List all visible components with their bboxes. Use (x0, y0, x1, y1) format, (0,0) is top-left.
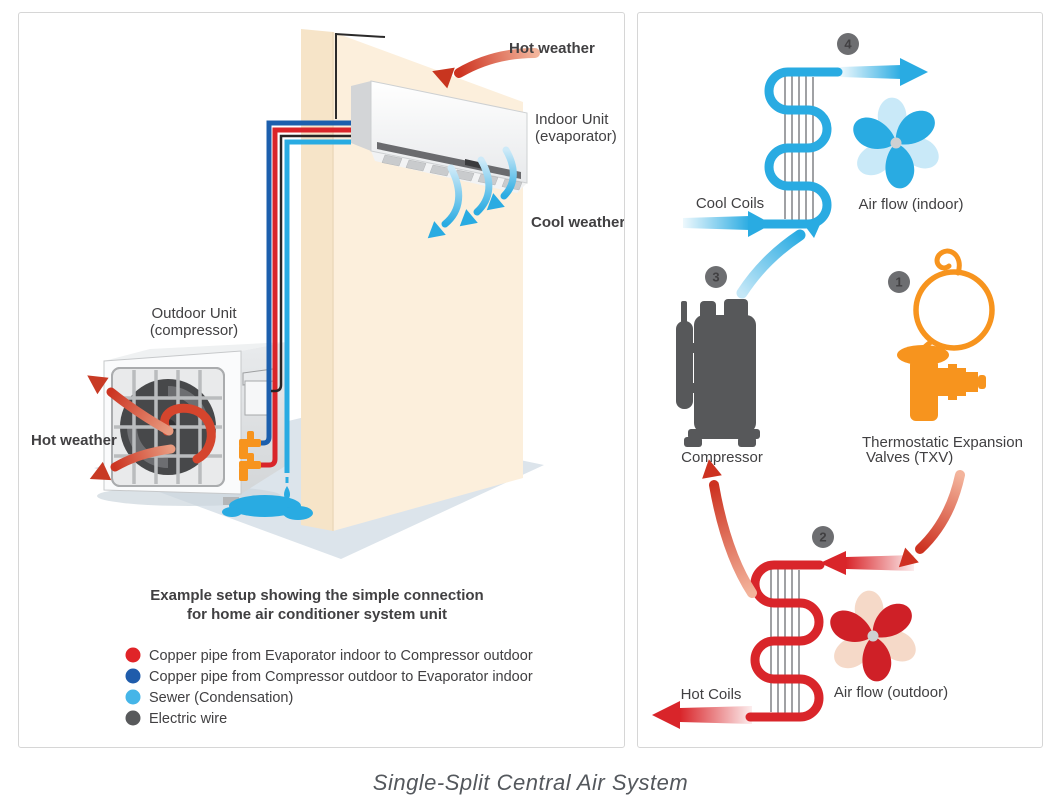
hot-in-arrow (820, 551, 914, 575)
step-badge-1: 1 (888, 271, 910, 293)
compressor-to-coil-arrow (736, 219, 823, 299)
legend-label-red: Copper pipe from Evaporator indoor to Co… (149, 648, 533, 664)
setup-caption-line2: for home air conditioner system unit (187, 606, 447, 623)
outdoor-unit-label-line1: Outdoor Unit (151, 305, 237, 322)
step-badge-4: 4 (837, 33, 859, 55)
outdoor-unit-foot (223, 497, 239, 505)
cool-airflow-arrows (427, 146, 517, 239)
txv-label-line2: Valves (TXV) (866, 449, 953, 466)
compressor-label: Compressor (681, 449, 763, 466)
pipes (257, 120, 351, 473)
legend-dot-blue (125, 668, 141, 684)
hot-out-arrow (652, 701, 752, 729)
hot-coils-label: Hot Coils (681, 686, 742, 703)
diagram-caption: Single-Split Central Air System (372, 770, 689, 795)
condensate-pipe (284, 139, 351, 473)
pipe-red (259, 127, 351, 468)
wall-electric-wire (334, 33, 386, 119)
step-badge-3: 3 (705, 266, 727, 288)
air-flow-indoor-label: Air flow (indoor) (858, 196, 963, 213)
pipe-blue (257, 120, 351, 446)
outdoor-fan-icon (830, 590, 916, 682)
installation-illustration: Hot weather Indoor Unit (evaporator) Coo… (31, 29, 624, 727)
condensation-puddle (222, 495, 313, 520)
step-badge-2: 2 (812, 526, 834, 548)
hot-intake-arrow (432, 48, 540, 89)
legend: Copper pipe from Evaporator indoor to Co… (125, 647, 533, 727)
legend-dot-red (125, 647, 141, 663)
installation-diagram-panel: Hot weather Indoor Unit (evaporator) Coo… (18, 12, 625, 748)
service-valves (239, 431, 261, 481)
legend-dot-cyan (125, 689, 141, 705)
txv-icon (897, 248, 995, 421)
legend-label-cyan: Sewer (Condensation) (149, 690, 293, 706)
caption-row: Single-Split Central Air System (0, 770, 1061, 796)
legend-dot-gray (125, 710, 141, 726)
coil-to-compressor-arrow (702, 459, 757, 598)
cool-coils-label: Cool Coils (696, 195, 764, 212)
outdoor-unit-label-line2: (compressor) (150, 322, 238, 339)
indoor-unit-display (465, 159, 483, 169)
refrigeration-cycle-panel: 4 Cool Coils Air (637, 12, 1043, 748)
refrigeration-cycle-illustration: 4 Cool Coils Air (652, 33, 1023, 729)
condensate-drop (284, 486, 290, 500)
cool-out-arrow (840, 58, 928, 86)
outdoor-unit-illustration (103, 342, 287, 505)
hot-weather-label-bottom: Hot weather (31, 432, 117, 449)
hot-weather-label-top: Hot weather (509, 40, 595, 57)
hot-exhaust-arrows (87, 375, 216, 481)
indoor-unit-label-line2: (evaporator) (535, 128, 617, 145)
cool-coils-arrow (683, 211, 772, 237)
electric-wire (271, 134, 351, 393)
svg-text:3: 3 (712, 270, 719, 285)
legend-label-gray: Electric wire (149, 711, 227, 727)
air-flow-outdoor-label: Air flow (outdoor) (834, 684, 948, 701)
indoor-fan-icon (853, 97, 939, 189)
cool-weather-label: Cool weather (531, 214, 624, 231)
svg-text:4: 4 (844, 37, 852, 52)
legend-label-blue: Copper pipe from Compressor outdoor to E… (149, 669, 533, 685)
indoor-unit-label-line1: Indoor Unit (535, 111, 609, 128)
txv-label-line1: Thermostatic Expansion (862, 434, 1023, 451)
hot-coil-icon (745, 560, 825, 722)
compressor-icon (676, 299, 760, 447)
svg-text:1: 1 (895, 275, 902, 290)
cool-coil-icon (757, 67, 843, 229)
setup-caption-line1: Example setup showing the simple connect… (150, 587, 483, 604)
svg-text:2: 2 (819, 530, 826, 545)
